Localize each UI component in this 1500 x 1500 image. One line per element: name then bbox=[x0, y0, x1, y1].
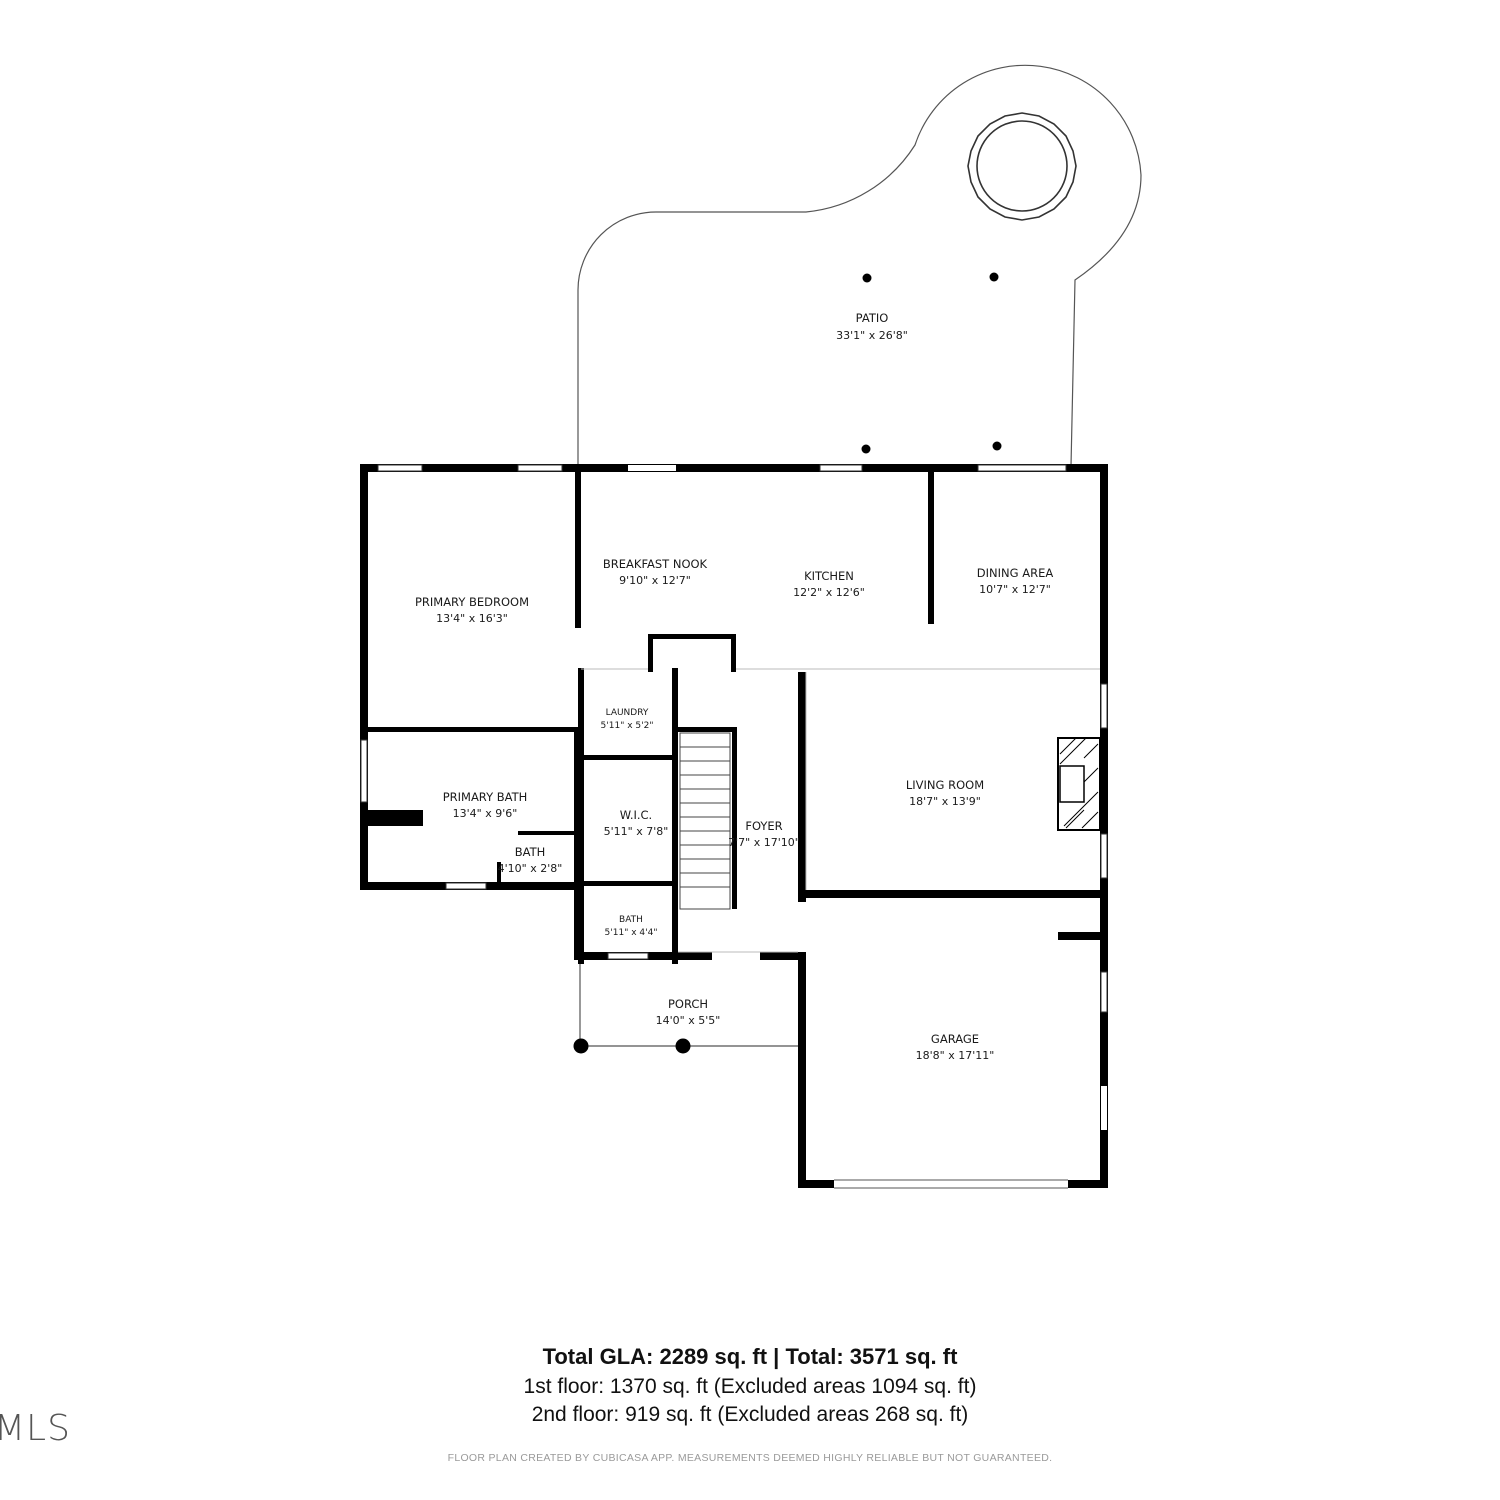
patio-posts bbox=[861, 272, 1002, 454]
svg-text:7'7" x 17'10": 7'7" x 17'10" bbox=[728, 836, 800, 849]
svg-text:BREAKFAST NOOK: BREAKFAST NOOK bbox=[603, 557, 708, 571]
room-label-bath-half: BATH 5'11" x 4'4" bbox=[605, 915, 658, 938]
room-label-breakfast-nook: BREAKFAST NOOK 9'10" x 12'7" bbox=[603, 557, 708, 587]
svg-text:PATIO: PATIO bbox=[856, 311, 889, 325]
room-label-living-room: LIVING ROOM 18'7" x 13'9" bbox=[906, 778, 984, 808]
svg-text:10'7" x 12'7": 10'7" x 12'7" bbox=[979, 583, 1051, 596]
svg-text:LAUNDRY: LAUNDRY bbox=[606, 708, 649, 718]
hot-tub bbox=[967, 112, 1077, 221]
svg-text:33'1" x 26'8": 33'1" x 26'8" bbox=[836, 329, 908, 342]
svg-text:FOYER: FOYER bbox=[745, 819, 782, 833]
svg-text:18'8" x 17'11": 18'8" x 17'11" bbox=[916, 1049, 995, 1062]
disclaimer-footer: FLOOR PLAN CREATED BY CUBICASA APP. MEAS… bbox=[447, 1452, 1053, 1464]
room-label-primary-bath: PRIMARY BATH 13'4" x 9'6" bbox=[443, 790, 528, 820]
svg-text:12'2" x 12'6": 12'2" x 12'6" bbox=[793, 586, 865, 599]
mls-watermark: MLS bbox=[0, 1408, 71, 1449]
svg-text:PORCH: PORCH bbox=[668, 997, 708, 1011]
room-label-laundry: LAUNDRY 5'11" x 5'2" bbox=[601, 708, 654, 731]
garage-door-line bbox=[834, 1179, 1068, 1189]
svg-text:GARAGE: GARAGE bbox=[931, 1032, 979, 1046]
room-label-primary-bedroom: PRIMARY BEDROOM 13'4" x 16'3" bbox=[415, 595, 529, 625]
patio-outline bbox=[577, 64, 1142, 467]
svg-text:13'4" x 9'6": 13'4" x 9'6" bbox=[453, 807, 518, 820]
total-area-title: Total GLA: 2289 sq. ft | Total: 3571 sq.… bbox=[542, 1344, 958, 1369]
svg-text:W.I.C.: W.I.C. bbox=[620, 808, 652, 822]
svg-text:9'10" x 12'7": 9'10" x 12'7" bbox=[619, 574, 691, 587]
room-label-wic: W.I.C. 5'11" x 7'8" bbox=[604, 808, 669, 838]
first-floor-area: 1st floor: 1370 sq. ft (Excluded areas 1… bbox=[523, 1375, 977, 1398]
room-label-patio: PATIO 33'1" x 26'8" bbox=[836, 311, 908, 342]
svg-text:18'7" x 13'9": 18'7" x 13'9" bbox=[909, 795, 981, 808]
svg-text:14'0" x 5'5": 14'0" x 5'5" bbox=[656, 1014, 721, 1027]
svg-text:5'11" x 5'2": 5'11" x 5'2" bbox=[601, 721, 654, 731]
svg-text:KITCHEN: KITCHEN bbox=[804, 569, 854, 583]
svg-text:5'11" x 7'8": 5'11" x 7'8" bbox=[604, 825, 669, 838]
svg-text:4'10" x 2'8": 4'10" x 2'8" bbox=[498, 862, 563, 875]
room-label-dining-area: DINING AREA 10'7" x 12'7" bbox=[977, 566, 1054, 596]
staircase bbox=[679, 732, 731, 910]
room-label-porch: PORCH 14'0" x 5'5" bbox=[656, 997, 721, 1027]
room-label-kitchen: KITCHEN 12'2" x 12'6" bbox=[793, 569, 865, 599]
room-label-bath-small: BATH 4'10" x 2'8" bbox=[498, 845, 563, 875]
svg-text:BATH: BATH bbox=[619, 915, 643, 925]
room-separators bbox=[581, 668, 1100, 953]
svg-text:LIVING ROOM: LIVING ROOM bbox=[906, 778, 984, 792]
windows bbox=[360, 464, 1108, 1187]
svg-text:PRIMARY BATH: PRIMARY BATH bbox=[443, 790, 528, 804]
porch-columns bbox=[573, 1038, 691, 1054]
svg-text:PRIMARY BEDROOM: PRIMARY BEDROOM bbox=[415, 595, 529, 609]
second-floor-area: 2nd floor: 919 sq. ft (Excluded areas 26… bbox=[531, 1403, 969, 1426]
room-label-foyer: FOYER 7'7" x 17'10" bbox=[728, 819, 800, 849]
svg-text:BATH: BATH bbox=[515, 845, 546, 859]
svg-text:DINING AREA: DINING AREA bbox=[977, 566, 1054, 580]
svg-text:13'4" x 16'3": 13'4" x 16'3" bbox=[436, 612, 508, 625]
svg-text:5'11" x 4'4": 5'11" x 4'4" bbox=[605, 928, 658, 938]
fireplace bbox=[1057, 737, 1101, 831]
room-label-garage: GARAGE 18'8" x 17'11" bbox=[916, 1032, 995, 1062]
